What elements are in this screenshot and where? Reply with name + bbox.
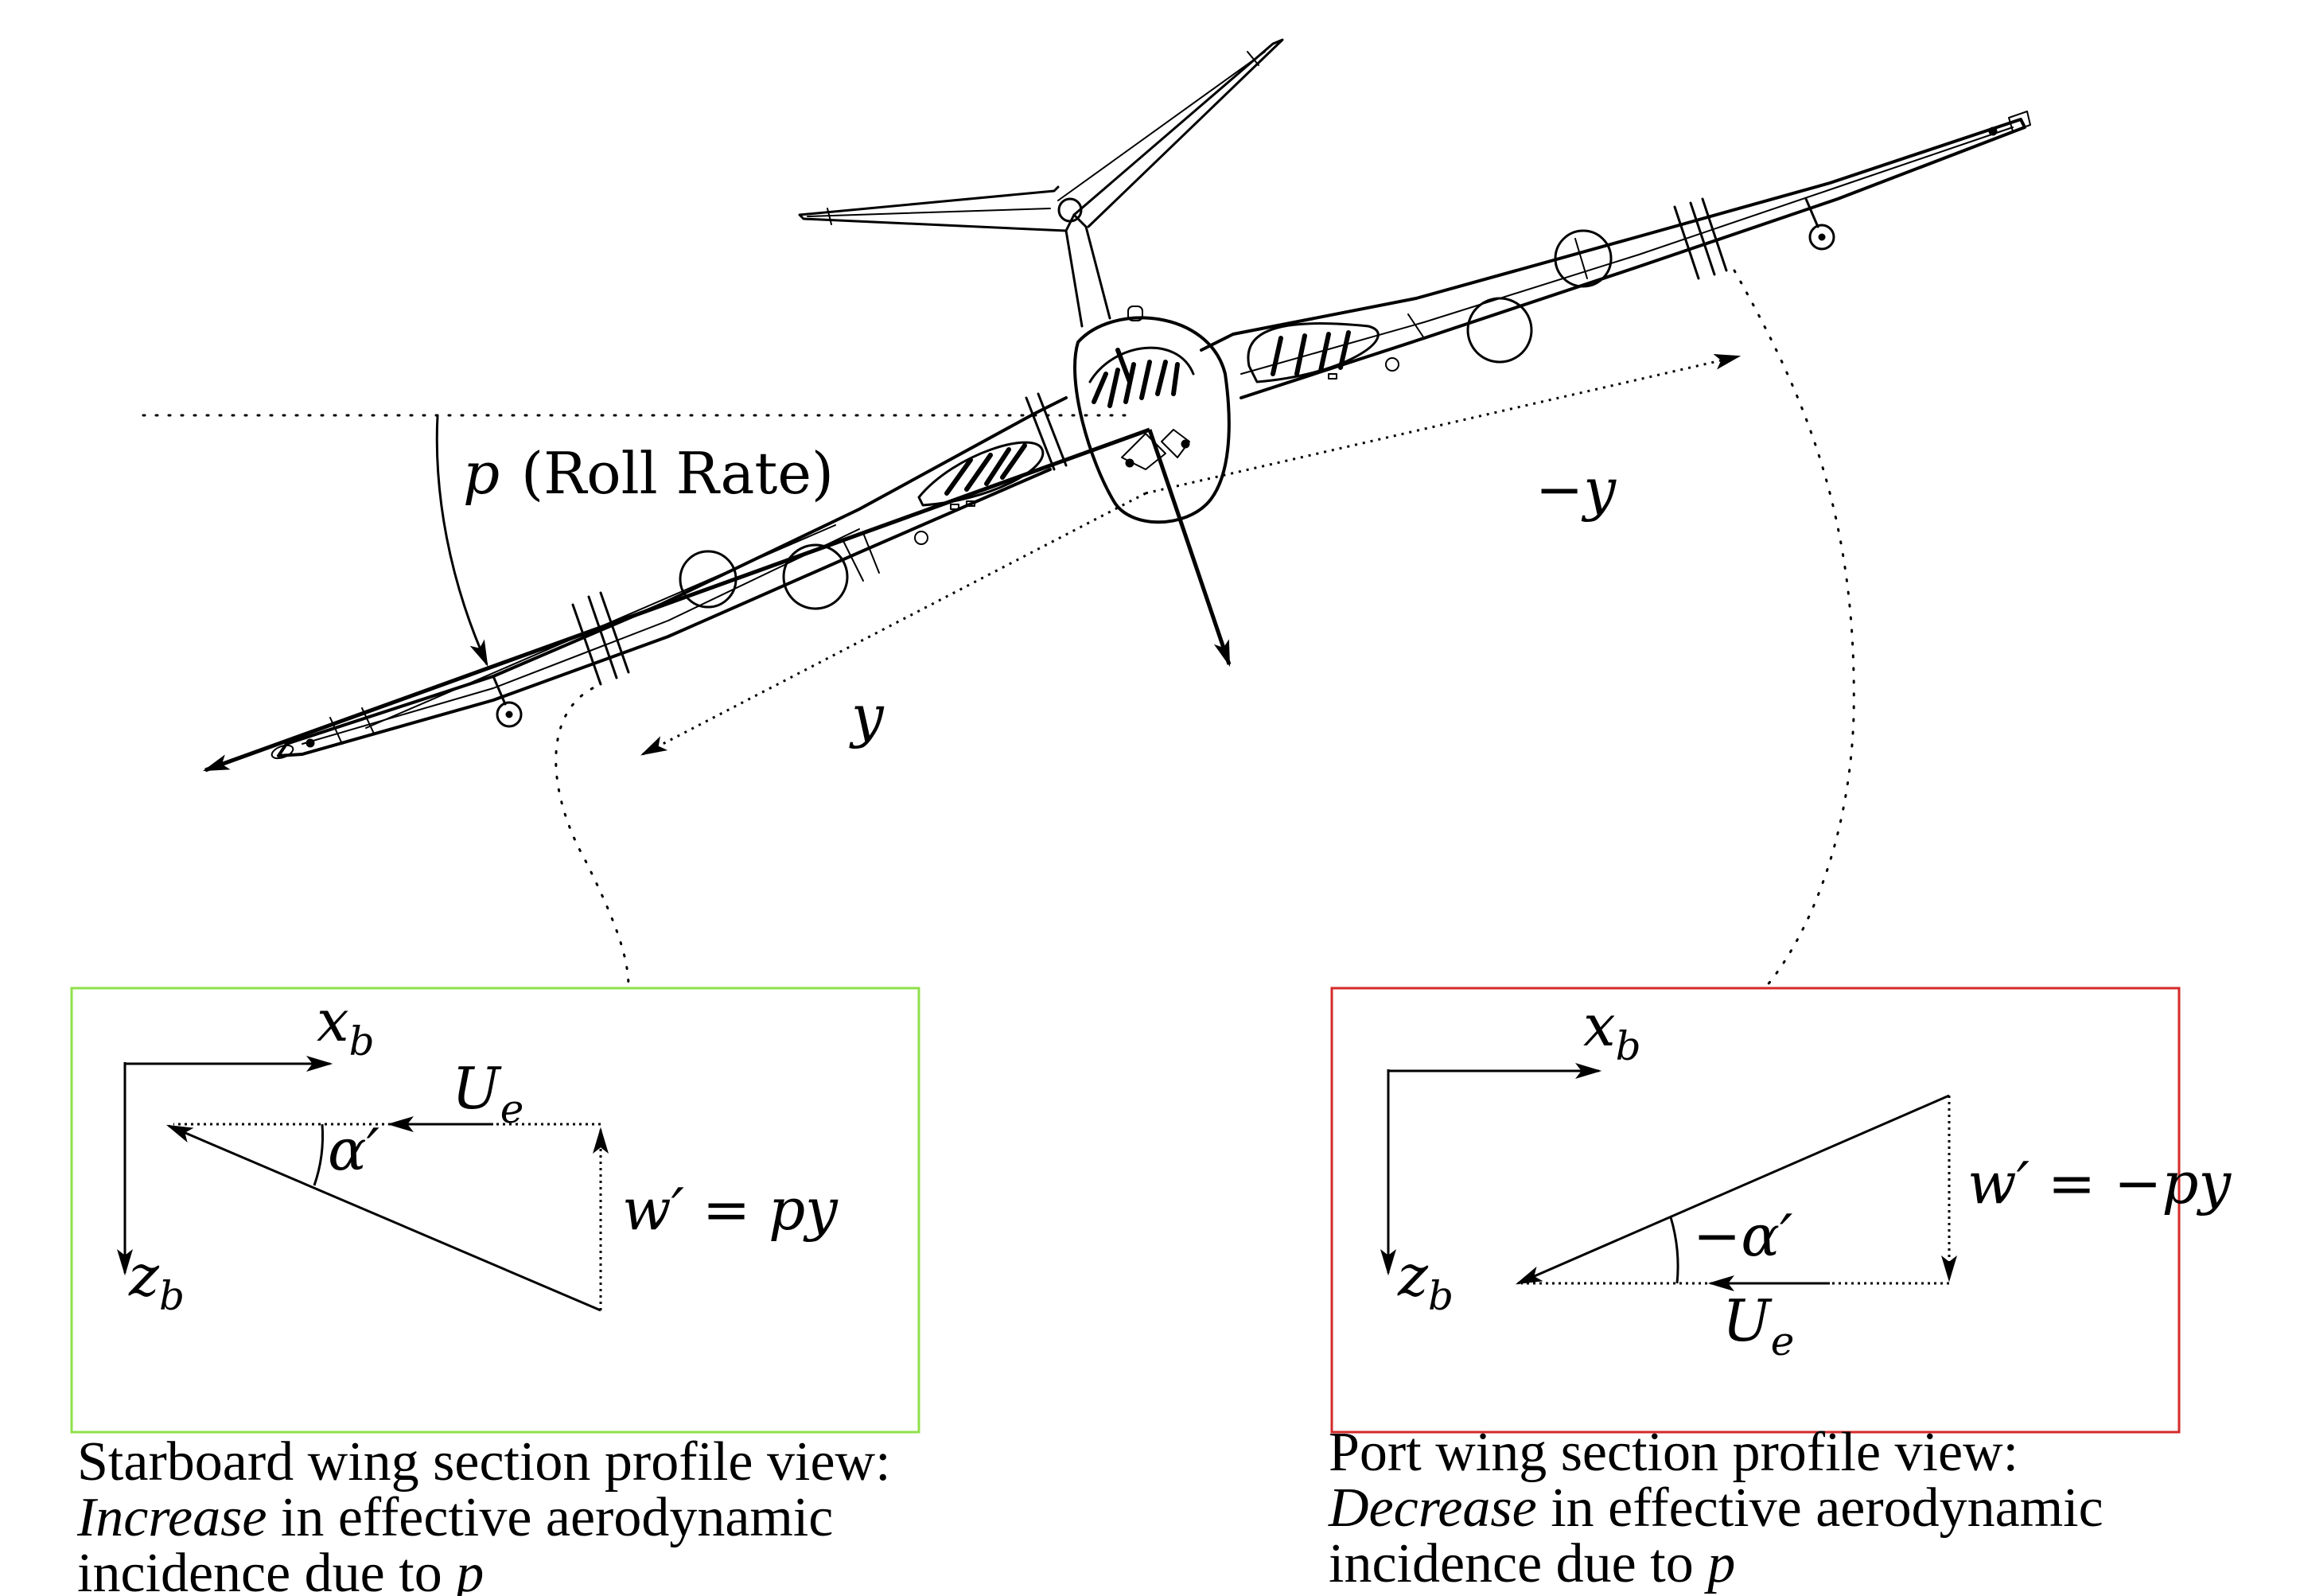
starboard-callout-curve	[555, 687, 630, 988]
port-xb-label: xb	[1583, 992, 1641, 1069]
starboard-xb-label: xb	[317, 987, 375, 1065]
port-caption: Port wing section profile view: Decrease…	[1328, 1422, 2103, 1594]
starboard-section-box: xb zb Ue α′ w′ = py	[70, 987, 920, 1434]
port-alpha-label: −α′	[1693, 1202, 1792, 1269]
body-z-axis-arrow	[1147, 429, 1232, 668]
port-alpha-arc	[1669, 1216, 1679, 1284]
starboard-zb-label: zb	[128, 1242, 185, 1319]
starboard-caption-line2: Increase in effective aerodynamic	[76, 1487, 833, 1548]
neg-y-label: −y	[1535, 456, 1617, 523]
port-zb-label: zb	[1397, 1242, 1454, 1319]
port-callout-curve	[1733, 269, 1855, 988]
y-span-arrow	[640, 492, 1146, 756]
starboard-ue-label: Ue	[452, 1055, 523, 1132]
aircraft-front-view	[270, 38, 2031, 760]
y-label: y	[849, 683, 885, 749]
starboard-caption-line3: incidence due to p	[77, 1543, 484, 1596]
starboard-wing	[270, 392, 1068, 760]
roll-rate-symbol: p	[463, 440, 500, 507]
port-caption-line3: incidence due to p	[1329, 1533, 1735, 1594]
port-wing	[1200, 111, 2031, 399]
port-caption-line1: Port wing section profile view:	[1329, 1422, 2018, 1483]
starboard-w-equation: w′ = py	[622, 1176, 839, 1243]
port-ue-label: Ue	[1722, 1287, 1794, 1364]
starboard-box-frame	[70, 987, 920, 1434]
starboard-caption: Starboard wing section profile view: Inc…	[76, 1431, 891, 1596]
roll-rate-label: p (Roll Rate)	[463, 440, 834, 507]
starboard-alpha-arc	[313, 1123, 325, 1186]
roll-rate-arc	[435, 415, 488, 668]
port-box-frame	[1330, 987, 2181, 1434]
port-section-box: xb zb −α′ Ue w′ = −py	[1330, 987, 2232, 1434]
fuselage	[1073, 306, 1231, 524]
starboard-resultant-vector	[165, 1124, 601, 1312]
port-caption-line2: Decrease in effective aerodynamic	[1328, 1477, 2103, 1539]
port-w-equation: w′ = −py	[1967, 1150, 2232, 1216]
port-resultant-vector	[1515, 1094, 1950, 1285]
starboard-caption-line1: Starboard wing section profile view:	[77, 1431, 891, 1493]
neg-y-span-arrow	[1145, 354, 1742, 495]
starboard-span-axis-arrow	[202, 427, 1150, 773]
roll-rate-text: (Roll Rate)	[521, 440, 834, 507]
starboard-alpha-label: α′	[328, 1116, 379, 1183]
tail-assembly	[798, 38, 1284, 328]
